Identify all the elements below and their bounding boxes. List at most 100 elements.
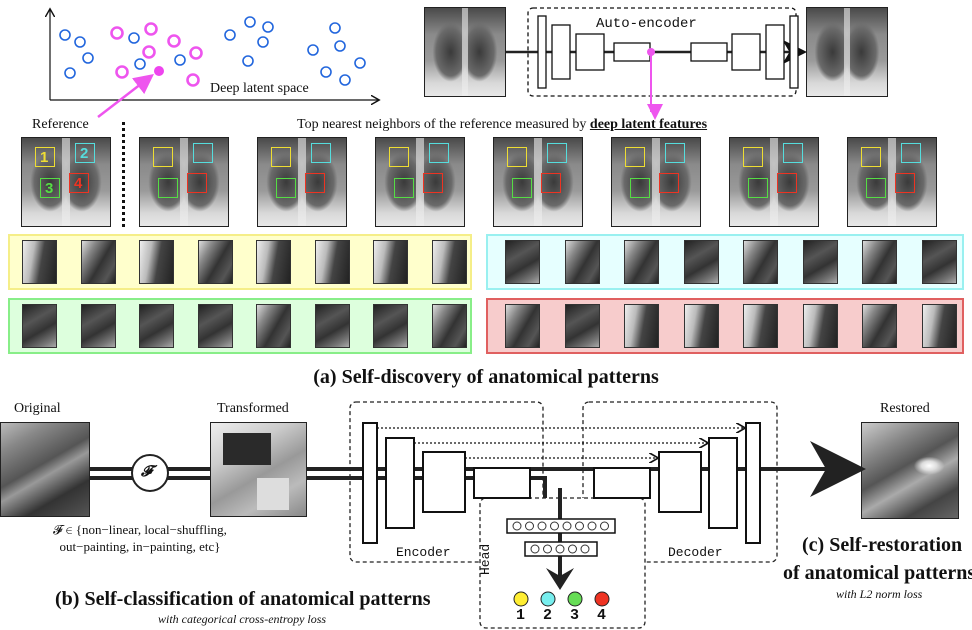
neighbor-point [189,46,203,60]
anatomical-patch [505,240,540,284]
latent-point [339,74,351,86]
transformed-image [210,422,307,517]
neighbor-xray [257,137,347,227]
neighbor-xray [847,137,937,227]
neighbor-point [186,73,200,87]
anatomical-patch [373,240,408,284]
region-box-4 [423,173,443,193]
latent-point [174,54,186,66]
anatomical-patch [743,240,778,284]
region-box-2 [665,143,685,163]
head-neuron [580,544,590,554]
region-box-2 [547,143,567,163]
anatomical-patch [314,240,350,284]
latent-point [134,58,146,70]
region-box-1 [153,147,173,167]
latent-point [262,21,274,33]
region-box-2 [429,143,449,163]
original-label: Original [14,401,61,416]
anatomical-patch [624,240,659,284]
class-output-label: 1 [516,607,526,624]
encoder-label: Encoder [396,545,451,560]
region-box-3 [866,178,886,198]
class-output-1 [513,591,529,607]
transform-symbol: 𝓕 [141,464,153,480]
head-layer-1 [506,518,616,534]
anatomical-patch [802,240,838,284]
reference-point [154,66,164,76]
transform-set-line-2: out−painting, in−painting, etc} [59,539,221,554]
latent-point [59,29,71,41]
section-c-title-line-2: of anatomical patterns [783,562,972,584]
anatomical-patch [624,304,659,348]
region-box-3 [512,178,532,198]
latent-point [329,22,341,34]
section-b-caption: with categorical cross-entropy loss [158,612,327,626]
anatomical-patch [139,304,174,348]
anatomical-patch [22,304,57,348]
transform-set-line-1: 𝓕 ∈ {non−linear, local−shuffling, [53,522,227,537]
region-box-2 [193,143,213,163]
autoencoder-diagram [506,7,807,120]
head-neuron [550,521,559,531]
region-box-2 [783,143,803,163]
class-output-label: 3 [570,607,580,624]
region-box-3 [748,178,768,198]
latent-point [242,55,254,67]
latent-point [244,16,256,28]
region-box-1: 1 [35,147,55,167]
anatomical-patch [564,304,600,348]
anatomical-patch [431,304,467,348]
latent-point [74,36,86,48]
class-output-2 [540,591,556,607]
decoder-container [582,401,778,563]
neighbor-xray [493,137,583,227]
latent-point [82,52,94,64]
neighbors-caption-text: Top nearest neighbors of the reference m… [297,117,590,132]
inpainting-light-block [257,478,289,510]
anatomical-patch [921,304,957,348]
anatomical-patch [197,240,233,284]
anatomical-patch [743,304,778,348]
section-b-title: (b) Self-classification of anatomical pa… [55,588,431,610]
reference-label: Reference [32,117,89,132]
head-container [479,497,646,629]
anatomical-patch [802,304,838,348]
network-diagram [90,401,866,629]
region-box-3 [276,178,296,198]
head-neuron [555,544,565,554]
anatomical-patch [139,240,174,284]
head-neuron [575,521,584,531]
decoder-label: Decoder [668,545,723,560]
region-box-4 [305,173,325,193]
autoencoder-input-xray [424,7,506,97]
outpainting-dark-block [223,433,271,465]
head-neuron [568,544,577,554]
region-number: 2 [80,145,89,162]
latent-point [354,57,366,69]
reference-separator [122,122,125,227]
latent-point [224,29,236,41]
latent-point [334,40,346,52]
neighbor-point [110,26,124,40]
neighbor-xray [611,137,701,227]
latent-point [64,67,76,79]
neighbor-point [144,22,158,36]
head-neuron [562,521,572,531]
region-box-1 [507,147,527,167]
anatomical-patch [683,304,719,348]
anatomical-patch [505,304,540,348]
neighbors-caption: Top nearest neighbors of the reference m… [297,117,707,133]
region-box-2 [901,143,921,163]
neighbor-point [167,34,181,48]
region-number: 3 [45,180,54,197]
anatomical-patch [862,240,897,284]
encoder-container [349,401,544,563]
head-neuron [600,521,609,531]
restored-label: Restored [880,401,930,416]
anatomical-patch [80,240,116,284]
anatomical-patch [197,304,233,348]
region-box-4: 4 [69,173,89,193]
transform-set-description: 𝓕 ∈ {non−linear, local−shuffling, out−pa… [30,521,250,555]
